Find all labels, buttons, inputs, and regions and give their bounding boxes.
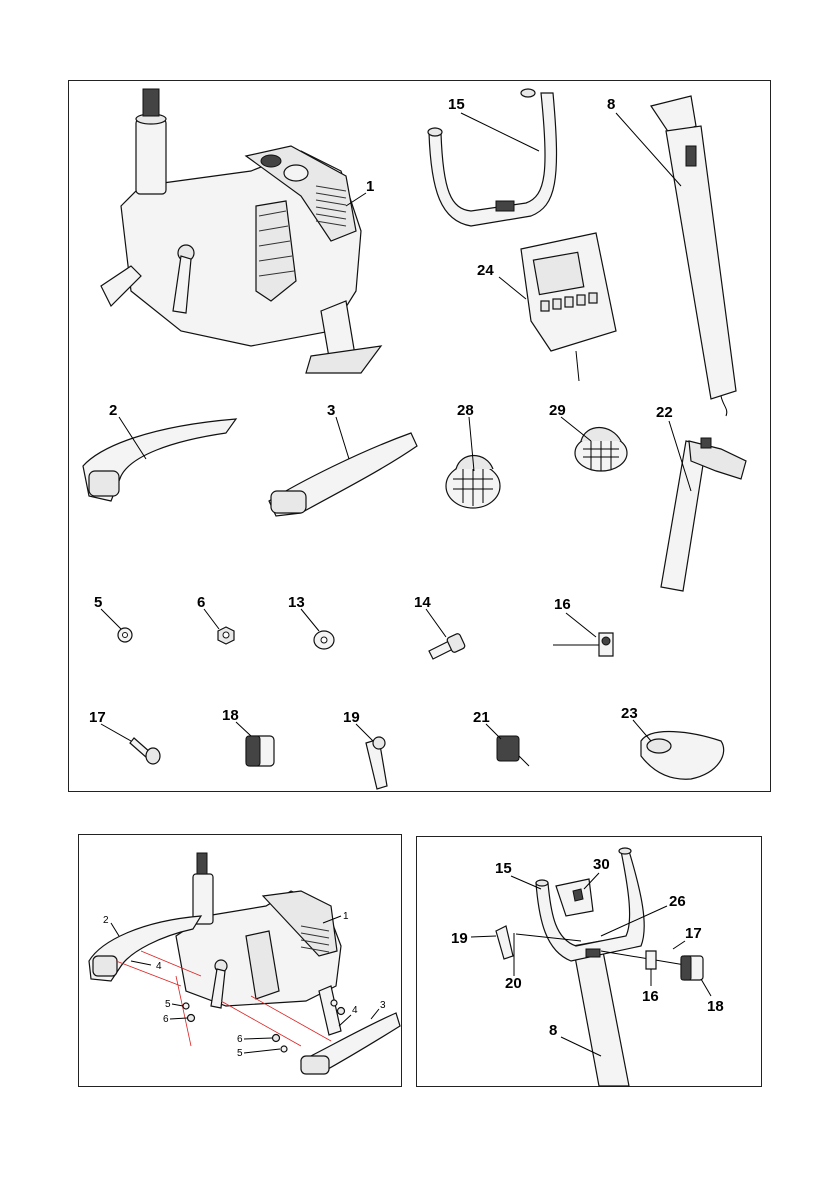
label-part-19: 19 [343, 709, 360, 726]
label-part-15: 15 [448, 96, 465, 113]
part-6-nut [218, 627, 234, 644]
part-3-rear-cover [269, 433, 417, 516]
label-part-24: 24 [477, 262, 494, 279]
label-part-8: 8 [607, 96, 615, 113]
parts-overview-drawing: 1 15 8 24 2 3 28 29 22 5 6 13 14 [69, 81, 772, 793]
label-part-3: 3 [327, 402, 335, 419]
label-part-28: 28 [457, 402, 474, 419]
label-part-14: 14 [414, 594, 431, 611]
label-part-17: 17 [89, 709, 106, 726]
part-23-seat [641, 732, 724, 780]
label-asm-6b: 6 [237, 1034, 243, 1045]
frame-assembly-panel: 1 2 3 4 4 5 6 6 5 [78, 834, 402, 1087]
part-16-brake-knob [553, 633, 613, 656]
label-part-18: 18 [222, 707, 239, 724]
label-asm-5b: 5 [237, 1048, 243, 1059]
label-asm-18: 18 [707, 998, 724, 1015]
part-19-adjustment-knob [366, 737, 387, 789]
part-5-washer [118, 628, 132, 642]
part-14-bolt [429, 633, 466, 659]
label-asm-2: 2 [103, 915, 109, 926]
label-asm-26: 26 [669, 893, 686, 910]
asm-upright-post [556, 879, 629, 1086]
label-part-29: 29 [549, 402, 566, 419]
label-asm-20: 20 [505, 975, 522, 992]
label-part-5: 5 [94, 594, 102, 611]
label-part-2: 2 [109, 402, 117, 419]
label-asm-4a: 4 [156, 961, 162, 972]
part-18-end-cap [246, 736, 274, 766]
part-2-front-cover [83, 419, 236, 501]
label-part-1: 1 [366, 178, 374, 195]
label-part-6: 6 [197, 594, 205, 611]
asm-end-cap-18 [681, 956, 703, 980]
label-asm-8: 8 [549, 1022, 557, 1039]
part-13-washer [314, 631, 334, 649]
label-asm-16: 16 [642, 988, 659, 1005]
assembly-hardware [183, 1000, 345, 1052]
label-asm-4b: 4 [352, 1005, 358, 1016]
label-asm-3: 3 [380, 1000, 386, 1011]
assembly-main-frame [176, 853, 341, 1035]
label-part-21: 21 [473, 709, 490, 726]
frame-assembly-drawing: 1 2 3 4 4 5 6 6 5 [79, 835, 403, 1088]
asm-knob-19 [496, 926, 513, 959]
label-part-23: 23 [621, 705, 638, 722]
part-24-console [521, 233, 616, 381]
part-22-seat-post [661, 438, 746, 591]
label-part-22: 22 [656, 404, 673, 421]
parts-overview-panel: 1 15 8 24 2 3 28 29 22 5 6 13 14 [68, 80, 771, 792]
label-asm-6a: 6 [163, 1014, 169, 1025]
handlebar-assembly-panel: 15 30 26 19 20 17 16 18 8 [416, 836, 762, 1087]
label-part-13: 13 [288, 594, 305, 611]
label-asm-1: 1 [343, 911, 349, 922]
label-asm-19: 19 [451, 930, 468, 947]
label-part-16: 16 [554, 596, 571, 613]
label-asm-15: 15 [495, 860, 512, 877]
part-21-tension-knob [497, 736, 529, 766]
part-17-bolt [130, 738, 160, 764]
asm-brake-knob-16 [646, 951, 656, 969]
label-asm-5a: 5 [165, 999, 171, 1010]
label-asm-17: 17 [685, 925, 702, 942]
part-1-main-frame [101, 89, 381, 373]
label-asm-30: 30 [593, 856, 610, 873]
part-8-upright-post [651, 96, 736, 416]
assembly-rear-cover [301, 1013, 400, 1074]
handlebar-assembly-drawing: 15 30 26 19 20 17 16 18 8 [417, 837, 763, 1088]
